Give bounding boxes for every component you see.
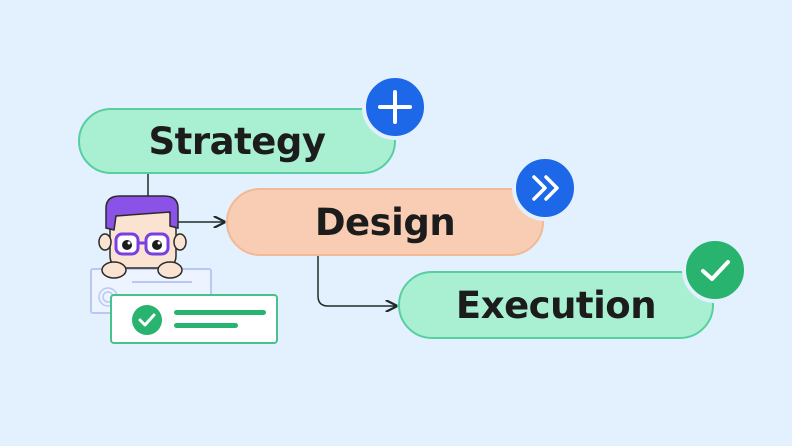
checklist-card	[110, 294, 278, 344]
character-avatar	[98, 195, 187, 279]
step-execution-label: Execution	[455, 283, 657, 327]
step-execution: Execution	[398, 271, 714, 339]
connector-design-to-execution	[317, 256, 396, 306]
step-design: Design	[226, 188, 544, 256]
check-icon	[682, 237, 748, 303]
step-strategy: Strategy	[78, 108, 396, 174]
check-circle-icon	[132, 305, 162, 335]
step-design-label: Design	[314, 200, 456, 244]
card-text-line	[174, 310, 266, 315]
step-strategy-label: Strategy	[148, 119, 326, 163]
double-chevron-right-icon	[512, 155, 578, 221]
card-text-line	[174, 323, 238, 328]
plus-icon	[362, 74, 428, 140]
